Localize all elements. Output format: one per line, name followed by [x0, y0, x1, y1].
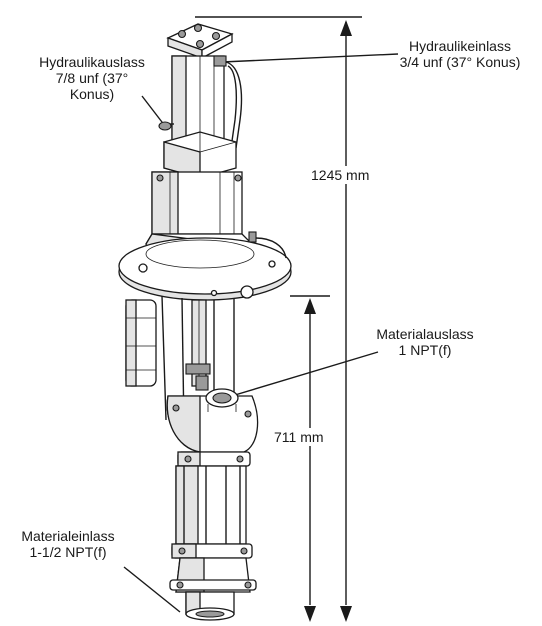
label-hydraulic-outlet: Hydraulikauslass 7/8 unf (37° Konus): [30, 54, 154, 102]
label-line: 7/8 unf (37°: [55, 70, 129, 86]
hydraulic-motor: [145, 23, 253, 263]
leader-hydraulic-outlet: [141, 95, 166, 127]
label-line: Konus): [69, 86, 115, 102]
arrow-bottom-icon: [304, 606, 316, 622]
label-material-inlet: Materialeinlass 1-1/2 NPT(f): [6, 528, 130, 560]
leader-material-inlet: [123, 566, 181, 613]
outlet-housing: [166, 388, 259, 467]
label-line: Hydraulikeinlass: [409, 38, 511, 54]
pump-cylinder: [169, 465, 257, 621]
tie-rod-section: [125, 295, 235, 431]
arrow-top-icon: [340, 20, 352, 36]
label-line: 1-1/2 NPT(f): [29, 544, 107, 560]
label-line: 3/4 unf (37° Konus): [399, 54, 521, 70]
label-line: Materialauslass: [376, 326, 474, 342]
dimension-overall: [195, 16, 362, 622]
label-material-outlet: Materialauslass 1 NPT(f): [360, 326, 490, 358]
arrow-top-icon: [304, 298, 316, 314]
arrow-bottom-icon: [340, 606, 352, 622]
dimension-lower: [290, 295, 330, 622]
dimension-label-overall: 1245 mm: [309, 166, 372, 184]
leader-hydraulic-inlet: [221, 53, 399, 63]
label-line: Materialeinlass: [21, 528, 115, 544]
label-hydraulic-inlet: Hydraulikeinlass 3/4 unf (37° Konus): [390, 38, 530, 70]
label-line: 1 NPT(f): [398, 342, 452, 358]
leader-material-outlet: [224, 351, 379, 399]
label-line: Hydraulikauslass: [39, 54, 145, 70]
mounting-plate: [118, 231, 292, 301]
dimension-label-lower: 711 mm: [272, 428, 326, 446]
